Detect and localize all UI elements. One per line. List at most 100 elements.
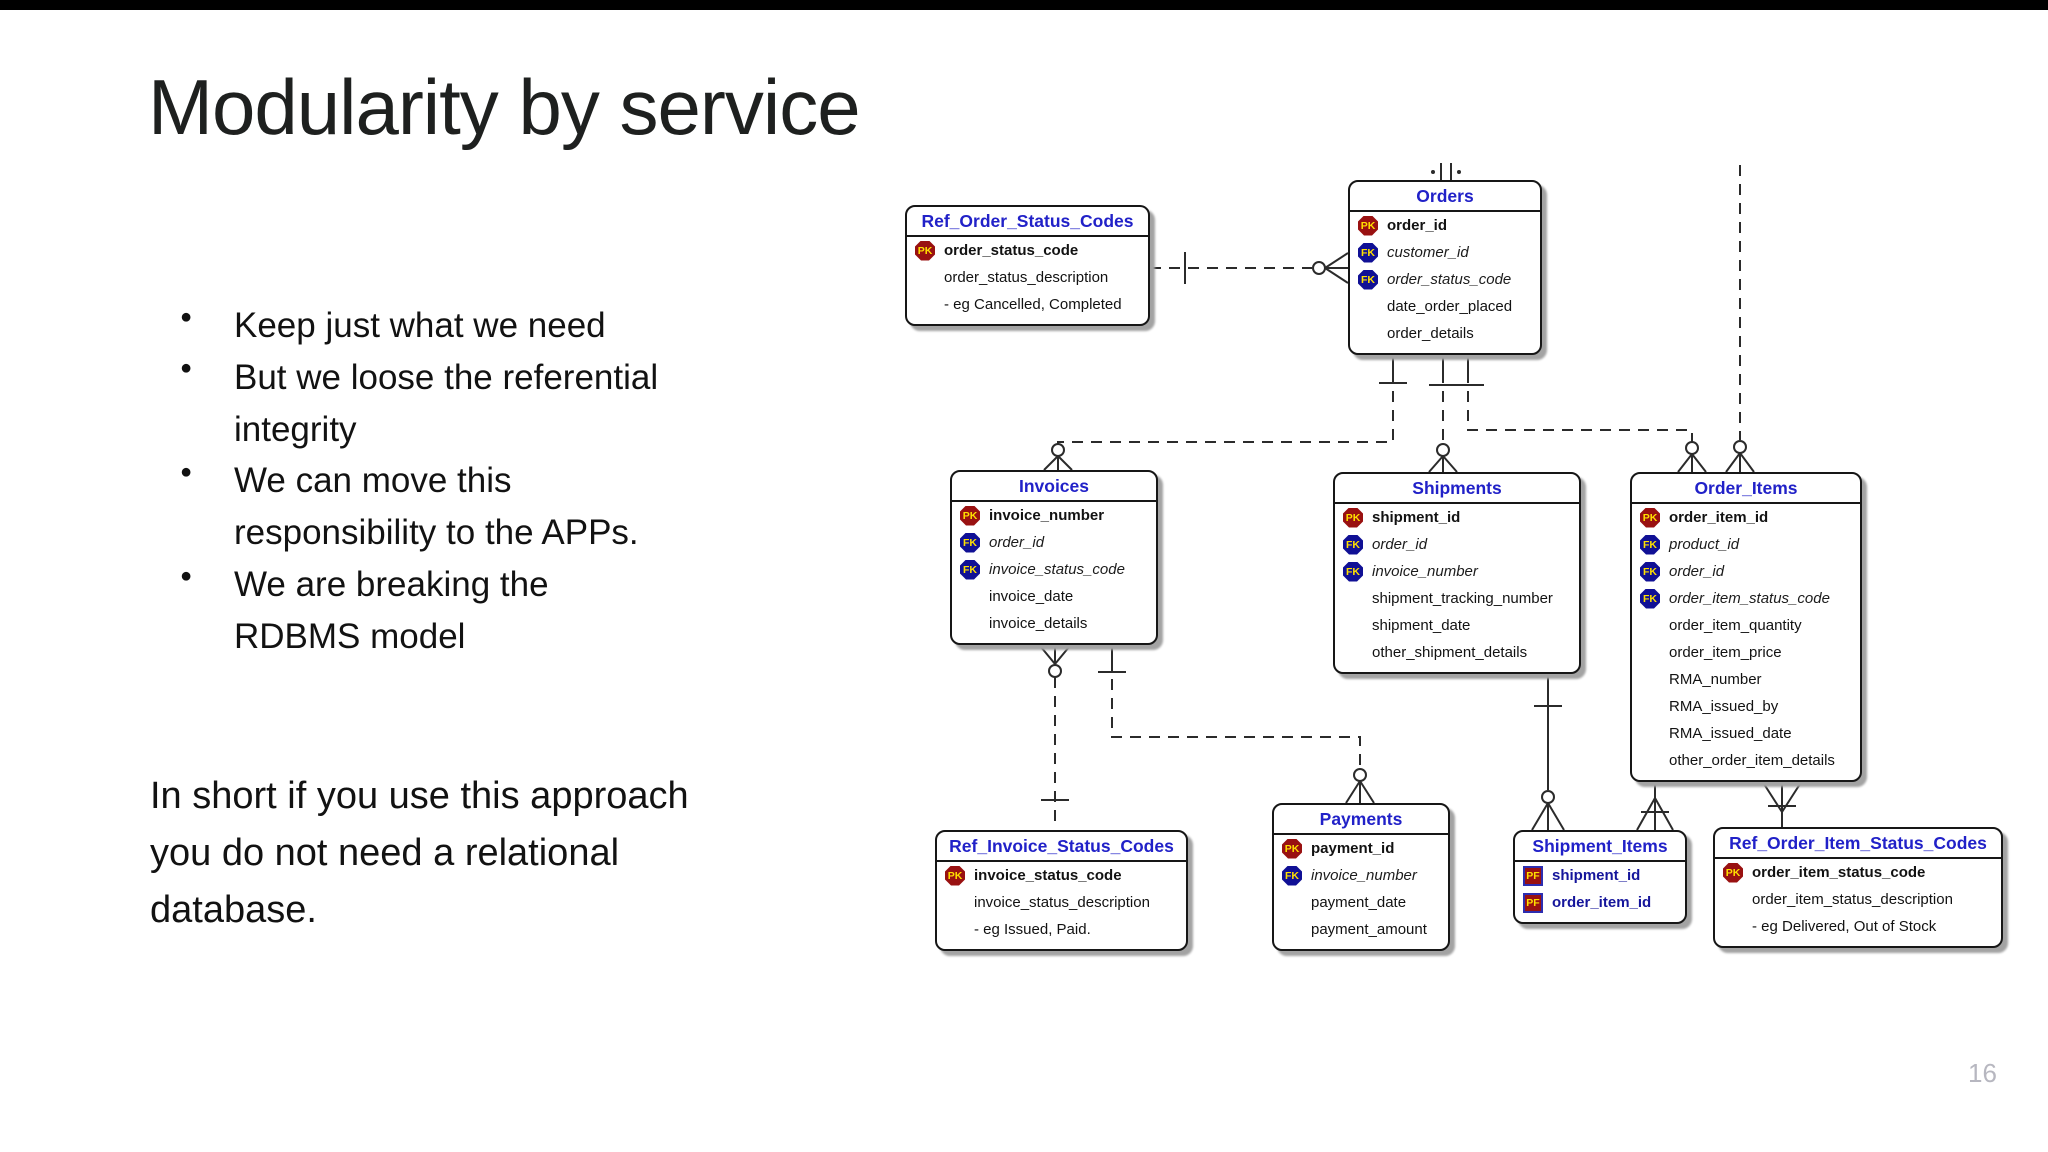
fk-badge-icon: FK: [1282, 865, 1302, 886]
er-column-label: order_id: [989, 534, 1045, 551]
er-column-label: order_item_id: [1669, 509, 1769, 526]
rel-order-items-to-ref-order-item-status: [1763, 783, 1801, 827]
fk-badge-icon: FK: [1640, 534, 1660, 555]
er-column-label: order_details: [1387, 325, 1474, 342]
er-column-label: shipment_tracking_number: [1372, 590, 1553, 607]
er-column-label: invoice_date: [989, 588, 1074, 605]
er-column-label: invoice_number: [1311, 867, 1417, 884]
rel-shipments-to-shipment-items: [1531, 676, 1565, 831]
er-column-label: shipment_id: [1372, 509, 1461, 526]
er-column-row: FK order_id: [1335, 531, 1579, 558]
er-column-label: RMA_issued_by: [1669, 698, 1779, 715]
er-column-label: other_order_item_details: [1669, 752, 1835, 769]
rel-invoices-to-payments: [1098, 647, 1375, 804]
fk-badge-icon: FK: [1343, 534, 1363, 555]
badge-spacer: [1282, 893, 1302, 913]
er-column-label: order_status_code: [944, 242, 1079, 259]
badge-spacer: [1640, 751, 1660, 771]
summary-note: In short if you use this approach you do…: [150, 775, 689, 931]
er-column-label: customer_id: [1387, 244, 1469, 261]
er-table-title: Order_Items: [1632, 474, 1860, 504]
badge-spacer: [1640, 724, 1660, 744]
er-column-label: invoice_status_code: [989, 561, 1125, 578]
rel-offslide-to-order-items: [1725, 165, 1755, 473]
er-column-row: FK invoice_status_code: [952, 556, 1156, 583]
badge-spacer: [1358, 297, 1378, 317]
er-column-label: order_item_status_code: [1669, 590, 1830, 607]
er-column-row: PF shipment_id: [1515, 862, 1685, 889]
rel-orders-to-invoices: [1043, 357, 1407, 471]
badge-spacer: [1640, 616, 1660, 636]
page-number: 16: [1968, 1058, 1997, 1088]
er-column-label: shipment_date: [1372, 617, 1471, 634]
er-column-row: invoice_date: [952, 583, 1156, 610]
badge-spacer: [1282, 920, 1302, 940]
bullet-item: We are breaking the RDBMS model: [178, 559, 678, 663]
er-column-label: invoice_number: [989, 507, 1105, 524]
er-column-row: order_item_quantity: [1632, 612, 1860, 639]
er-column-label: RMA_issued_date: [1669, 725, 1792, 742]
er-column-label: order_id: [1387, 217, 1448, 234]
er-column-label: order_id: [1372, 536, 1428, 553]
er-column-row: PK invoice_number: [952, 502, 1156, 529]
er-column-label: shipment_id: [1552, 867, 1641, 884]
er-table-title: Ref_Order_Status_Codes: [907, 207, 1148, 237]
pk-badge-icon: PK: [960, 505, 980, 526]
er-column-row: payment_date: [1274, 889, 1448, 916]
er-column-row: order_item_price: [1632, 639, 1860, 666]
badge-spacer: [945, 893, 965, 913]
er-column-row: RMA_issued_by: [1632, 693, 1860, 720]
badge-spacer: [960, 614, 980, 634]
er-column-row: RMA_number: [1632, 666, 1860, 693]
er-column-label: order_item_status_code: [1752, 864, 1926, 881]
pk-badge-icon: PK: [1343, 507, 1363, 528]
er-column-row: PK order_item_status_code: [1715, 859, 2001, 886]
pf-badge-icon: PF: [1523, 892, 1543, 913]
fk-badge-icon: FK: [960, 559, 980, 580]
er-column-row: shipment_date: [1335, 612, 1579, 639]
er-column-label: - eg Delivered, Out of Stock: [1752, 918, 1937, 935]
badge-spacer: [945, 920, 965, 940]
pf-badge-icon: PF: [1523, 865, 1543, 886]
rel-invoices-to-ref-invoice-status: [1040, 646, 1070, 828]
er-column-label: order_item_quantity: [1669, 617, 1802, 634]
pk-badge-icon: PK: [1723, 862, 1743, 883]
fk-badge-icon: FK: [1640, 561, 1660, 582]
pk-badge-icon: PK: [1282, 838, 1302, 859]
er-column-label: invoice_number: [1372, 563, 1478, 580]
er-column-row: FK order_item_status_code: [1632, 585, 1860, 612]
er-column-label: other_shipment_details: [1372, 644, 1528, 661]
rel-ref-order-status-to-orders: [1150, 252, 1349, 284]
pk-badge-icon: PK: [915, 240, 935, 261]
badge-spacer: [1343, 643, 1363, 663]
er-table-title: Payments: [1274, 805, 1448, 835]
er-table-title: Ref_Order_Item_Status_Codes: [1715, 829, 2001, 859]
page-title: Modularity by service: [148, 63, 861, 151]
rel-stubs-above-orders: [1431, 163, 1461, 180]
fk-badge-icon: FK: [1640, 588, 1660, 609]
er-column-label: date_order_placed: [1387, 298, 1513, 315]
er-table-title: Shipment_Items: [1515, 832, 1685, 862]
rel-orders-to-order-items: [1456, 357, 1707, 473]
badge-spacer: [1640, 643, 1660, 663]
er-column-label: order_item_id: [1552, 894, 1652, 911]
badge-spacer: [1640, 670, 1660, 690]
er-table-title: Ref_Invoice_Status_Codes: [937, 832, 1186, 862]
er-column-row: invoice_details: [952, 610, 1156, 637]
er-column-row: order_item_status_description: [1715, 886, 2001, 913]
er-column-label: order_status_code: [1387, 271, 1512, 288]
badge-spacer: [1358, 324, 1378, 344]
er-column-label: product_id: [1669, 536, 1740, 553]
er-column-label: order_item_status_description: [1752, 891, 1953, 908]
